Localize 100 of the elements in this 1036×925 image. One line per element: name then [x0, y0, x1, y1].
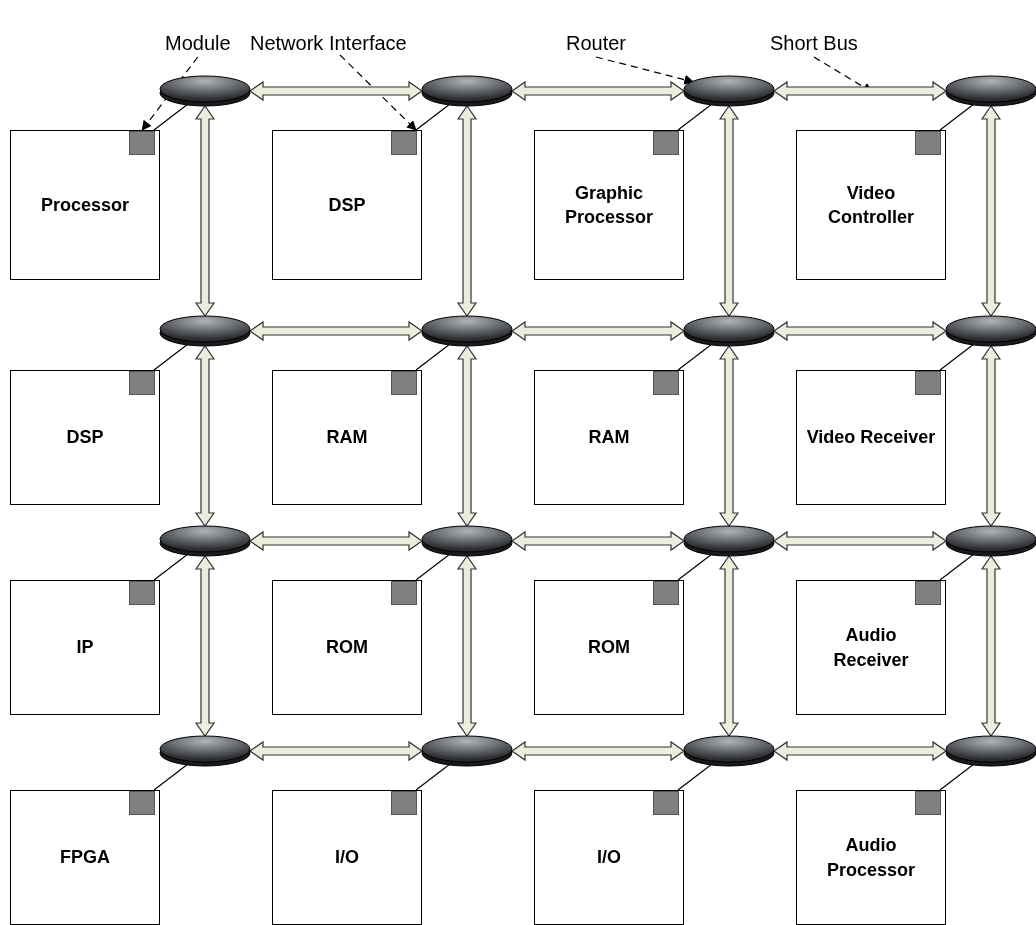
module-box	[272, 370, 422, 505]
bus-double-arrow	[980, 554, 1002, 738]
bus-double-arrow	[510, 530, 686, 552]
module-label: RAM	[588, 426, 630, 450]
network-interface-square	[391, 371, 417, 395]
network-interface-square	[129, 791, 155, 815]
router-disk	[421, 525, 513, 557]
module-box	[534, 790, 684, 925]
network-interface-square	[129, 371, 155, 395]
connector-line	[939, 554, 974, 581]
connector-line	[677, 104, 712, 131]
module-box	[796, 790, 946, 925]
module-box	[10, 790, 160, 925]
network-interface-square	[653, 791, 679, 815]
bus-double-arrow	[510, 80, 686, 102]
module-label: I/O	[335, 846, 359, 870]
router-disk	[683, 525, 775, 557]
module-box	[10, 370, 160, 505]
module-box	[534, 580, 684, 715]
bus-double-arrow	[510, 740, 686, 762]
bus-double-arrow	[248, 530, 424, 552]
bus-double-arrow	[456, 344, 478, 528]
network-interface-square	[915, 371, 941, 395]
bus-double-arrow	[456, 554, 478, 738]
connector-line	[153, 764, 188, 791]
network-interface-square	[915, 791, 941, 815]
module-box	[272, 130, 422, 280]
module-label: Processor	[40, 193, 130, 217]
bus-double-arrow	[510, 320, 686, 342]
connector-line	[677, 344, 712, 371]
bus-double-arrow	[980, 344, 1002, 528]
module-box	[534, 130, 684, 280]
router-disk	[683, 75, 775, 107]
module-box	[796, 130, 946, 280]
connector-line	[677, 554, 712, 581]
callout-label: Router	[566, 32, 627, 55]
network-interface-square	[653, 131, 679, 155]
connector-line	[415, 104, 450, 131]
connector-line	[939, 104, 974, 131]
bus-double-arrow	[456, 104, 478, 318]
bus-double-arrow	[248, 740, 424, 762]
bus-double-arrow	[718, 104, 740, 318]
network-interface-square	[391, 791, 417, 815]
network-interface-square	[129, 581, 155, 605]
module-box	[272, 790, 422, 925]
module-label: Video Controller	[827, 181, 915, 229]
connector-line	[153, 104, 188, 131]
router-disk	[683, 315, 775, 347]
module-box	[10, 130, 160, 280]
network-interface-square	[915, 581, 941, 605]
connector-line	[939, 344, 974, 371]
bus-double-arrow	[248, 80, 424, 102]
bus-double-arrow	[772, 80, 948, 102]
callout-label: Network Interface	[250, 32, 407, 55]
router-disk	[945, 75, 1036, 107]
router-disk	[945, 525, 1036, 557]
bus-double-arrow	[194, 104, 216, 318]
leader-line	[141, 56, 199, 131]
network-interface-square	[653, 581, 679, 605]
bus-double-arrow	[772, 530, 948, 552]
router-disk	[421, 75, 513, 107]
router-disk	[421, 315, 513, 347]
module-label: DSP	[328, 193, 366, 217]
connector-line	[153, 344, 188, 371]
module-label: Audio Receiver	[832, 624, 910, 672]
router-disk	[683, 735, 775, 767]
connector-line	[677, 764, 712, 791]
router-disk	[421, 735, 513, 767]
bus-double-arrow	[248, 320, 424, 342]
module-box	[10, 580, 160, 715]
module-label: Audio Processor	[825, 834, 917, 882]
bus-double-arrow	[718, 344, 740, 528]
network-interface-square	[129, 131, 155, 155]
router-disk	[159, 525, 251, 557]
module-label: FPGA	[60, 846, 110, 870]
module-label: DSP	[66, 426, 104, 450]
bus-double-arrow	[980, 104, 1002, 318]
module-label: I/O	[597, 846, 621, 870]
leader-line	[595, 56, 695, 85]
router-disk	[159, 315, 251, 347]
router-disk	[159, 75, 251, 107]
callout-label: Short Bus	[770, 32, 858, 55]
router-disk	[945, 315, 1036, 347]
module-box	[796, 370, 946, 505]
router-disk	[945, 735, 1036, 767]
network-interface-square	[391, 131, 417, 155]
module-label: ROM	[588, 636, 630, 660]
network-interface-square	[915, 131, 941, 155]
bus-double-arrow	[772, 740, 948, 762]
connector-line	[415, 344, 450, 371]
module-label: Graphic Processor	[563, 181, 655, 229]
connector-line	[939, 764, 974, 791]
leader-line	[339, 54, 417, 131]
module-box	[272, 580, 422, 715]
network-interface-square	[391, 581, 417, 605]
bus-double-arrow	[772, 320, 948, 342]
connector-line	[415, 764, 450, 791]
bus-double-arrow	[718, 554, 740, 738]
router-disk	[159, 735, 251, 767]
callout-label: Module	[165, 32, 231, 55]
